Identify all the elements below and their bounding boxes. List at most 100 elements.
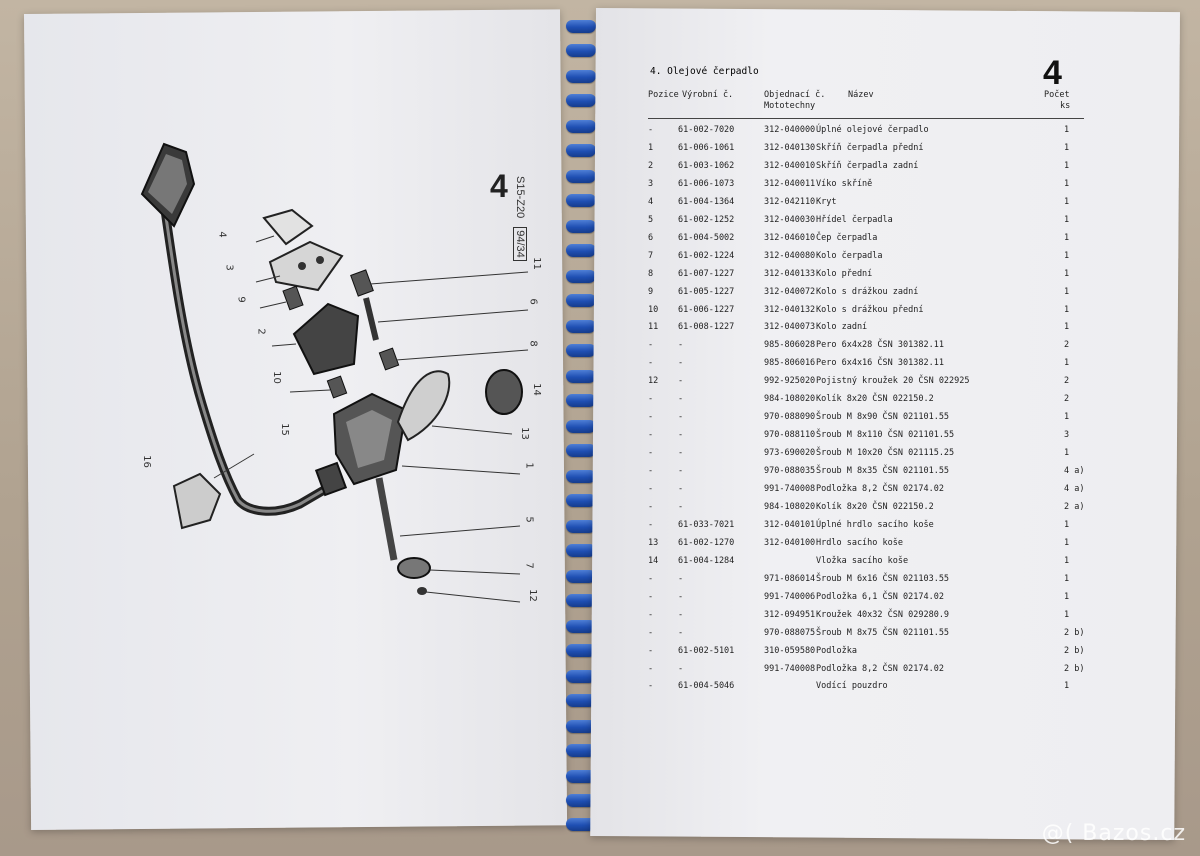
cell-pos: 7 (648, 250, 654, 261)
cell-obj: 985-806016 (764, 358, 816, 369)
cell-naz: Podložka 8,2 ČSN 02174.02 (816, 663, 944, 674)
cell-naz: Kolo čerpadla (816, 250, 883, 261)
cell-pos: - (648, 627, 654, 638)
cell-pos: - (648, 484, 654, 494)
cell-naz: Podložka 6,1 ČSN 02174.02 (816, 591, 944, 602)
cell-naz: Kolík 8x20 ČSN 022150.2 (816, 501, 934, 512)
header-objednaci-mototechny: Mototechny (764, 101, 816, 111)
cell-vyr: 61-003-1062 (678, 160, 735, 171)
cell-ks: 1 (1064, 286, 1070, 297)
cell-naz: Pero 6x4x28 ČSN 301382.11 (816, 340, 944, 351)
cell-pos: - (648, 412, 654, 423)
cell-obj: 984-108020 (764, 394, 816, 405)
cell-pos: - (648, 125, 654, 135)
part-label-11: 11 (530, 257, 542, 270)
cell-naz: Skříň čerpadla zadní (816, 160, 919, 171)
cell-ks: 1 (1064, 250, 1070, 261)
cell-naz: Šroub M 6x16 ČSN 021103.55 (816, 573, 950, 584)
cell-pos: 10 (648, 304, 659, 315)
cell-pos: 1 (648, 142, 654, 153)
part-label-9: 9 (235, 296, 247, 303)
cell-obj: 312-040100 (764, 537, 816, 548)
cell-vyr: 61-033-7021 (678, 519, 735, 530)
cell-ks: 1 (1064, 268, 1070, 279)
cell-obj: 985-806028 (764, 340, 816, 351)
cell-pos: 3 (648, 178, 654, 189)
cell-naz: Šroub M 8x90 ČSN 021101.55 (816, 412, 950, 423)
cell-naz: Šroub M 10x20 ČSN 021115.25 (816, 448, 955, 459)
cell-obj: 312-040072 (764, 286, 816, 297)
sheet-code-date: 94/34 (513, 227, 527, 261)
part-label-5: 5 (523, 516, 535, 523)
cell-ks: 2 a) (1064, 501, 1085, 512)
cell-ks: 1 (1064, 232, 1070, 243)
cell-ks: 1 (1064, 160, 1070, 171)
part-label-15: 15 (278, 423, 290, 436)
part-label-6: 6 (527, 298, 539, 305)
cell-obj: 312-040133 (764, 268, 816, 279)
cell-pos: 13 (648, 537, 659, 548)
part-label-14: 14 (530, 383, 542, 396)
cell-naz: Šroub M 8x35 ČSN 021101.55 (816, 466, 950, 477)
cell-pos: - (648, 609, 654, 620)
cell-naz: Podložka (816, 645, 857, 656)
cell-pos: - (648, 663, 654, 674)
cell-vyr: 61-002-5101 (678, 645, 735, 656)
cell-naz: Kolík 8x20 ČSN 022150.2 (816, 394, 934, 405)
cell-pos: 8 (648, 268, 654, 279)
cell-obj: 312-040011 (764, 178, 816, 189)
part-label-1: 1 (523, 462, 535, 469)
part-label-12: 12 (526, 589, 538, 602)
cell-pos: 5 (648, 214, 654, 225)
cell-pos: - (648, 645, 654, 656)
cell-naz: Kolo s drážkou zadní (816, 286, 919, 297)
cell-ks: 1 (1064, 412, 1070, 423)
sheet-code-model: S15-Z20 (514, 176, 526, 219)
cell-naz: Kryt (816, 196, 837, 207)
cell-pos: - (648, 448, 654, 459)
cell-vyr: 61-006-1227 (678, 304, 735, 315)
cell-ks: 3 (1064, 430, 1070, 441)
cell-obj: 992-925020 (764, 376, 816, 387)
cell-ks: 1 (1064, 519, 1070, 530)
cell-obj: 970-088090 (764, 412, 816, 423)
cell-vyr: - (678, 430, 684, 441)
cell-pos: - (648, 573, 654, 584)
cell-ks: 4 a) (1064, 484, 1085, 494)
cell-naz: Hřídel čerpadla (816, 214, 893, 225)
header-rule (648, 118, 1084, 119)
cell-ks: 4 a) (1064, 466, 1085, 477)
cell-ks: 1 (1064, 142, 1070, 153)
cell-vyr: 61-002-1252 (678, 214, 735, 225)
cell-obj: 312-094951 (764, 609, 816, 620)
cell-pos: 6 (648, 232, 654, 243)
cell-pos: 11 (648, 322, 659, 333)
cell-vyr: 61-006-1073 (678, 178, 735, 189)
cell-vyr: 61-008-1227 (678, 322, 735, 333)
cell-obj: 312-040101 (764, 519, 816, 530)
cell-pos: 2 (648, 160, 654, 171)
cell-vyr: - (678, 376, 684, 387)
header-objednaci: Objednací č. (764, 90, 826, 100)
cell-pos: 12 (648, 376, 659, 387)
cell-ks: 1 (1064, 178, 1070, 189)
header-pocet: Počet (1044, 90, 1070, 100)
cell-pos: 4 (648, 196, 654, 207)
cell-naz: Podložka 8,2 ČSN 02174.02 (816, 484, 944, 494)
cell-ks: 1 (1064, 681, 1070, 692)
part-label-7: 7 (523, 562, 535, 569)
cell-vyr: 61-004-1364 (678, 196, 735, 207)
part-label-8: 8 (527, 340, 539, 347)
cell-vyr: - (678, 591, 684, 602)
cell-vyr: 61-004-1284 (678, 555, 735, 566)
cell-vyr: - (678, 663, 684, 674)
cell-naz: Hrdlo sacího koše (816, 537, 903, 548)
cell-obj: 312-040010 (764, 160, 816, 171)
cell-pos: - (648, 430, 654, 441)
cell-obj: 312-040030 (764, 214, 816, 225)
cell-vyr: - (678, 573, 684, 584)
cell-ks: 1 (1064, 591, 1070, 602)
cell-obj: 312-046010 (764, 232, 816, 243)
left-page-number: 4 (490, 168, 508, 204)
cell-vyr: 61-006-1061 (678, 142, 735, 153)
